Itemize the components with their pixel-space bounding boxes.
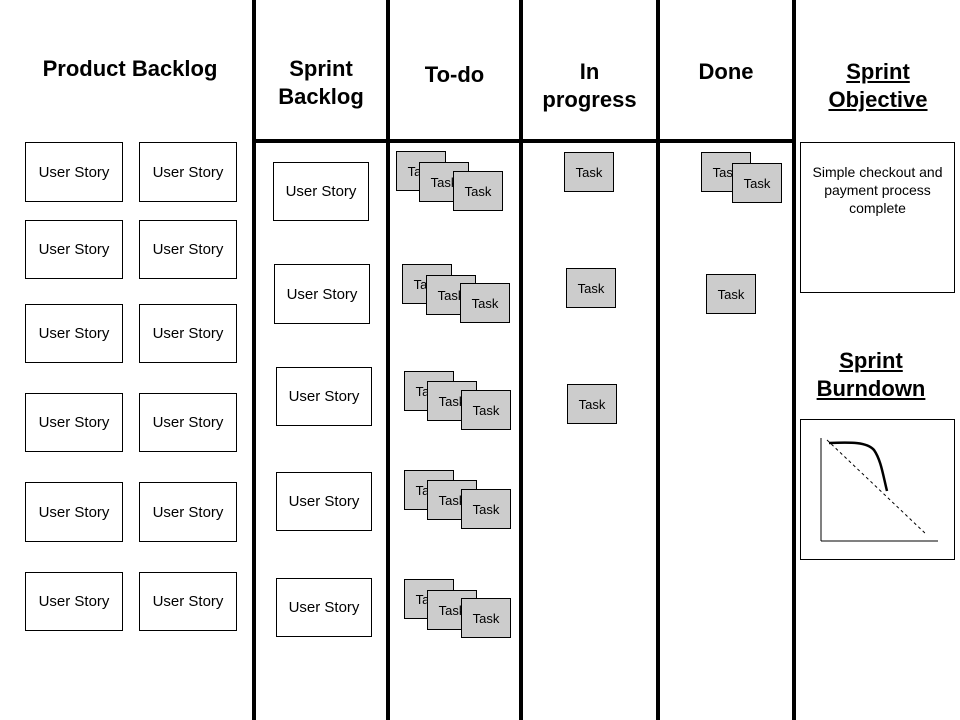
product-backlog-header: Product Backlog bbox=[42, 56, 218, 81]
product-backlog-story[interactable]: User Story bbox=[25, 220, 123, 279]
burndown-graph bbox=[820, 438, 938, 542]
todo-task[interactable]: Task bbox=[461, 598, 511, 638]
burndown-actual-line bbox=[828, 441, 889, 492]
sprint-objective-header: Sprint Objective bbox=[828, 59, 928, 112]
todo-task[interactable]: Task bbox=[460, 283, 510, 323]
product-backlog-story[interactable]: User Story bbox=[25, 393, 123, 452]
column-divider bbox=[792, 0, 796, 720]
sprint-burndown-header: Sprint Burndown bbox=[816, 348, 926, 401]
in-progress-task[interactable]: Task bbox=[567, 384, 617, 424]
todo-task[interactable]: Task bbox=[461, 489, 511, 529]
product-backlog-story[interactable]: User Story bbox=[139, 304, 237, 363]
burndown-ideal-line bbox=[826, 439, 928, 536]
sprint-backlog-story[interactable]: User Story bbox=[274, 264, 370, 324]
product-backlog-story[interactable]: User Story bbox=[139, 393, 237, 452]
column-divider bbox=[252, 0, 256, 720]
sprint-backlog-header: Sprint Backlog bbox=[278, 56, 364, 109]
product-backlog-story[interactable]: User Story bbox=[139, 220, 237, 279]
sprint-objective-text: Simple checkout and payment process comp… bbox=[812, 164, 943, 216]
sprint-backlog-story[interactable]: User Story bbox=[276, 472, 372, 531]
product-backlog-story[interactable]: User Story bbox=[25, 572, 123, 631]
sprint-backlog-story[interactable]: User Story bbox=[276, 367, 372, 426]
in-progress-header: In progress bbox=[542, 59, 637, 112]
product-backlog-story[interactable]: User Story bbox=[139, 482, 237, 542]
product-backlog-story[interactable]: User Story bbox=[25, 142, 123, 202]
column-divider bbox=[386, 0, 390, 720]
todo-task[interactable]: Task bbox=[461, 390, 511, 430]
done-header: Done bbox=[698, 59, 754, 84]
product-backlog-story[interactable]: User Story bbox=[139, 142, 237, 202]
in-progress-task[interactable]: Task bbox=[564, 152, 614, 192]
column-divider bbox=[656, 0, 660, 720]
sprint-backlog-story[interactable]: User Story bbox=[273, 162, 369, 221]
product-backlog-story[interactable]: User Story bbox=[25, 304, 123, 363]
column-divider bbox=[519, 0, 523, 720]
sprint-backlog-story[interactable]: User Story bbox=[276, 578, 372, 637]
sprint-objective-box: Simple checkout and payment process comp… bbox=[800, 142, 955, 293]
in-progress-task[interactable]: Task bbox=[566, 268, 616, 308]
done-task[interactable]: Task bbox=[732, 163, 782, 203]
product-backlog-story[interactable]: User Story bbox=[139, 572, 237, 631]
product-backlog-story[interactable]: User Story bbox=[25, 482, 123, 542]
header-divider bbox=[252, 139, 796, 143]
done-task[interactable]: Task bbox=[706, 274, 756, 314]
sprint-burndown-chart bbox=[800, 419, 955, 560]
todo-header: To-do bbox=[424, 62, 485, 87]
todo-task[interactable]: Task bbox=[453, 171, 503, 211]
